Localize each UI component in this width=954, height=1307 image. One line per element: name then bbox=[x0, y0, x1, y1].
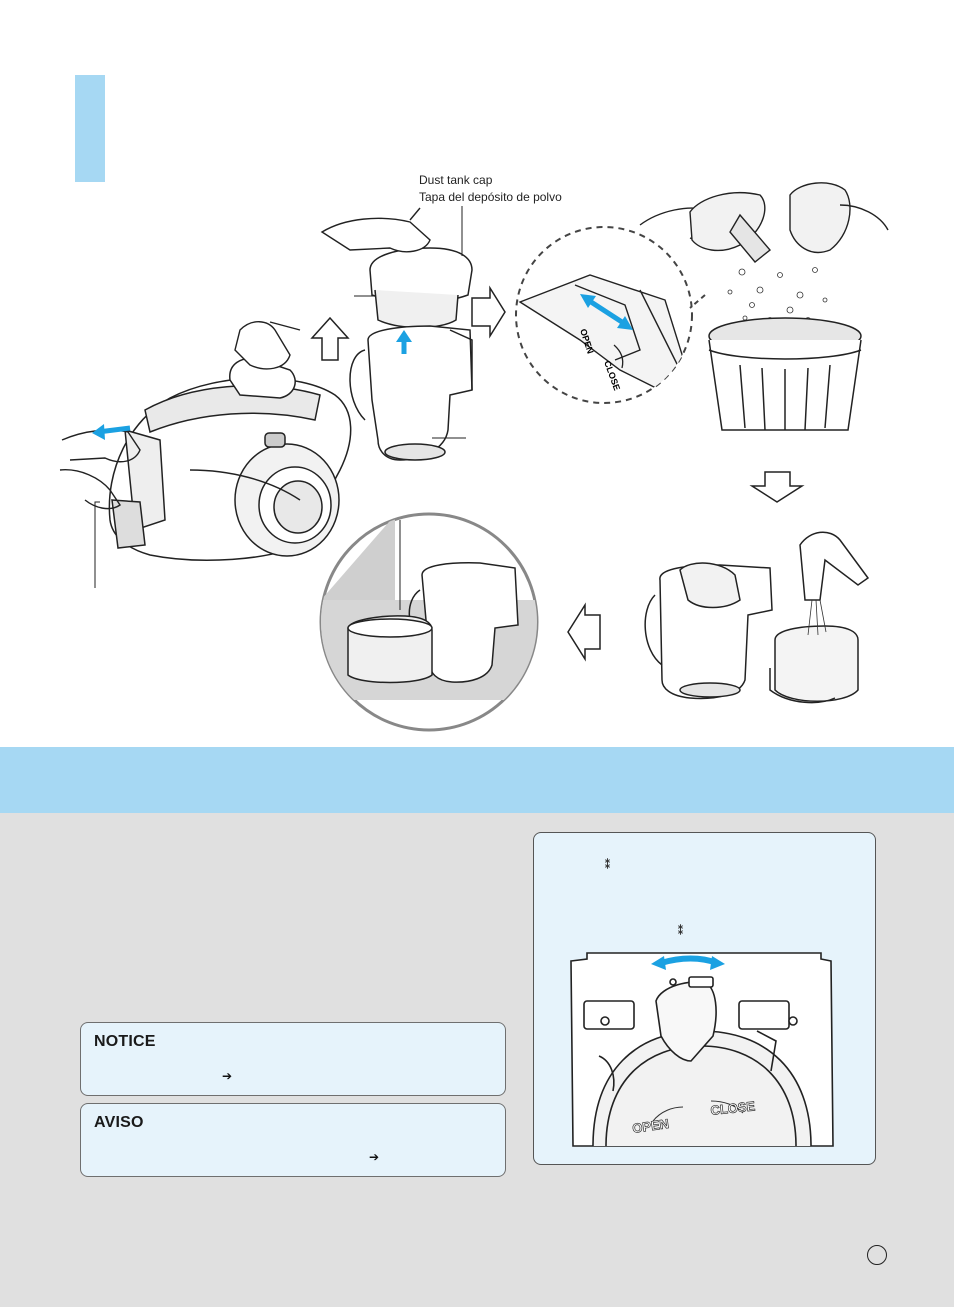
aviso-title: AVISO bbox=[94, 1114, 144, 1131]
tank-cap-detail-drawing: OPEN CLOSE bbox=[570, 952, 834, 1147]
left-arrow-icon bbox=[567, 602, 601, 662]
cleaning-illustration: OPEN CLOSE bbox=[0, 160, 954, 740]
section-side-tab bbox=[75, 75, 105, 182]
page-number-circle bbox=[867, 1245, 887, 1265]
up-arrow-icon bbox=[310, 316, 350, 361]
vacuum-cleaner bbox=[108, 358, 352, 561]
right-arrow-icon: ➔ bbox=[369, 1150, 380, 1164]
right-arrow-icon: ➔ bbox=[222, 1069, 233, 1083]
down-arrow-icon bbox=[749, 471, 805, 503]
inset-open-label: OPEN bbox=[631, 1116, 670, 1136]
washing-step bbox=[644, 531, 870, 704]
inset-close-label: CLOSE bbox=[710, 1098, 756, 1118]
trash-can bbox=[708, 317, 862, 431]
small-marker-icon: ⁑ bbox=[605, 860, 610, 871]
section-banner bbox=[0, 747, 954, 813]
right-arrow-icon bbox=[471, 285, 506, 339]
notice-title: NOTICE bbox=[94, 1033, 156, 1050]
dust-tank-cap-label-en: Dust tank cap bbox=[419, 173, 493, 187]
tank-cap-detail-panel: ⁑ ⁑ OPEN CLOSE bbox=[533, 832, 876, 1165]
notice-box: NOTICE ➔ bbox=[80, 1022, 506, 1096]
small-marker-icon: ⁑ bbox=[678, 926, 683, 937]
aviso-box: AVISO ➔ bbox=[80, 1103, 506, 1177]
dust-tank bbox=[349, 247, 473, 461]
dust-tank-cap-label-es: Tapa del depósito de polvo bbox=[419, 190, 562, 204]
